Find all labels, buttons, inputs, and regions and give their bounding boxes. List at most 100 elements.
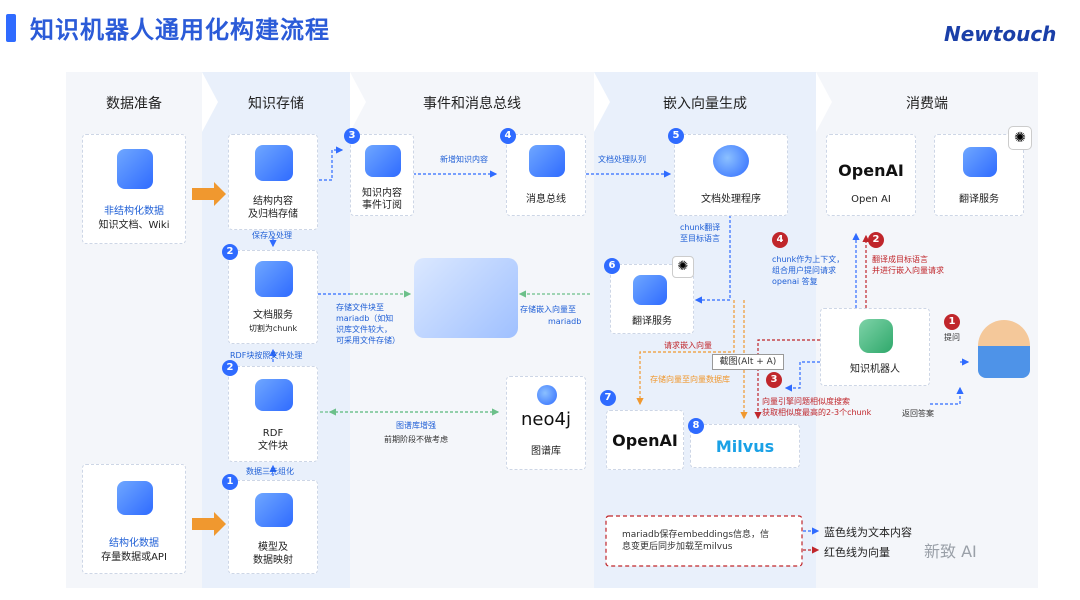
- step-badge-2: 2: [222, 244, 238, 260]
- step-badge-red-1: 1: [944, 314, 960, 330]
- openai-small-icon: ✺: [672, 256, 694, 278]
- annotation-store-file-1: 存储文件块至: [336, 303, 384, 312]
- model-map-line1: 模型及: [258, 542, 288, 553]
- folder-icon: [117, 481, 153, 515]
- step-badge-8: 8: [688, 418, 704, 434]
- node-model-mapping: 模型及 数据映射: [228, 480, 318, 574]
- column-divider-chevron: [350, 72, 366, 132]
- watermark: 新致 AI: [924, 542, 977, 561]
- step-badge-7: 7: [600, 390, 616, 406]
- annotation-request-embed: 请求嵌入向量: [664, 341, 712, 350]
- document-icon: [117, 149, 153, 189]
- neo4j-label: 图谱库: [531, 446, 561, 457]
- annotation-graph-note: 前期阶段不做考虑: [384, 435, 448, 444]
- openai-left-brand: OpenAI: [612, 431, 678, 450]
- column-head-embedding: 嵌入向量生成: [663, 96, 747, 112]
- step-badge-3: 3: [344, 128, 360, 144]
- annotation-save-process: 保存及处理: [252, 231, 292, 240]
- step-badge-6: 6: [604, 258, 620, 274]
- annotation-doc-queue: 文档处理队列: [598, 155, 646, 164]
- column-divider-chevron: [594, 72, 610, 132]
- message-bus-icon: [529, 145, 565, 177]
- node-translate-right: 翻译服务: [934, 134, 1024, 216]
- node-event-subscription: 知识内容 事件订阅: [350, 134, 414, 216]
- arrow-orange-input: [192, 182, 226, 536]
- structured-sub: 存量数据或API: [101, 552, 167, 563]
- annotation-translate-target-2: 并进行嵌入向量请求: [872, 266, 944, 275]
- note-box-border: [605, 515, 803, 567]
- annotation-chunk-translate-2: 至目标语言: [680, 234, 720, 243]
- translate-right-label: 翻译服务: [959, 194, 999, 205]
- openai-small-icon: ✺: [1008, 126, 1032, 150]
- struct-store-line2: 及归档存储: [248, 209, 298, 220]
- rdf-line2: 文件块: [258, 441, 288, 452]
- title-accent-bar: [6, 14, 16, 42]
- node-rdf-block: RDF 文件块: [228, 366, 318, 462]
- struct-store-line1: 结构内容: [253, 196, 293, 207]
- annotation-store-file-2: mariadb（如知: [336, 314, 394, 323]
- message-list-icon: [365, 145, 401, 177]
- doc-proc-label: 文档处理程序: [701, 194, 761, 205]
- annotation-vector-search-2: 获取相似度最高的2-3个chunk: [762, 408, 872, 417]
- annotation-store-file-4: 可采用文件存储）: [336, 336, 400, 345]
- legend-red: 红色线为向量: [824, 546, 890, 559]
- node-doc-processor: 文档处理程序: [674, 134, 788, 216]
- node-unstructured-data: 非结构化数据 知识文档、Wiki: [82, 134, 186, 244]
- column-divider-chevron: [202, 72, 218, 132]
- annotation-rdf-process: RDF块按照文件处理: [230, 351, 303, 360]
- event-sub-line1: 知识内容: [362, 188, 402, 199]
- note-line2: 息变更后同步加载至milvus: [622, 542, 733, 552]
- annotation-triple: 数据三元组化: [246, 467, 294, 476]
- node-knowledge-robot: 知识机器人: [820, 308, 930, 386]
- column-head-data-prep: 数据准备: [106, 96, 162, 112]
- node-doc-service: 文档服务 切割为chunk: [228, 250, 318, 344]
- openai-right-label: Open AI: [851, 194, 891, 205]
- annotation-store-vector-db: 存储向量至向量数据库: [650, 375, 730, 384]
- annotation-ask: 提问: [944, 333, 960, 342]
- step-badge-5: 5: [668, 128, 684, 144]
- legend-blue: 蓝色线为文本内容: [824, 526, 912, 539]
- page-title: 知识机器人通用化构建流程: [30, 16, 330, 44]
- translate-left-label: 翻译服务: [632, 316, 672, 327]
- column-head-knowledge-storage: 知识存储: [248, 96, 304, 112]
- rdf-line1: RDF: [262, 428, 284, 439]
- doc-service-line2: 切割为chunk: [248, 324, 298, 333]
- annotation-new-content: 新增知识内容: [440, 155, 488, 164]
- step-badge-4: 4: [500, 128, 516, 144]
- step-badge-2b: 2: [222, 360, 238, 376]
- annotation-chunk-context-1: chunk作为上下文，: [772, 255, 845, 264]
- column-head-consumer: 消费端: [906, 96, 948, 112]
- annotation-store-file-3: 识库文件较大，: [336, 325, 392, 334]
- event-sub-line2: 事件订阅: [362, 200, 402, 211]
- neo4j-logo-icon: [537, 385, 557, 405]
- step-badge-red-2: 2: [868, 232, 884, 248]
- annotation-chunk-context-3: openai 答复: [772, 277, 818, 286]
- company-logo: Newtouch: [944, 22, 1057, 46]
- node-structured-data: 结构化数据 存量数据或API: [82, 464, 186, 574]
- code-window-icon: [255, 379, 293, 411]
- translate-icon: [963, 147, 997, 177]
- robot-icon: [859, 319, 893, 353]
- translate-icon: [633, 275, 667, 305]
- annotation-answer: 返回答案: [902, 409, 934, 418]
- robot-label: 知识机器人: [850, 364, 900, 375]
- annotation-graph-enhance: 图谱库增强: [396, 421, 436, 430]
- screenshot-hint-tooltip: 截图(Alt + A): [712, 354, 784, 370]
- arrow-blue-flows: [269, 146, 970, 535]
- step-badge-red-3: 3: [766, 372, 782, 388]
- msg-bus-label: 消息总线: [526, 194, 566, 205]
- annotation-store-embed-2: mariadb: [548, 317, 582, 326]
- node-message-bus: 消息总线: [506, 134, 586, 216]
- user-shield-icon: [255, 145, 293, 181]
- user-avatar-icon: [978, 320, 1030, 378]
- arrow-red-flows: [754, 234, 870, 554]
- node-openai-left: OpenAI: [606, 410, 684, 470]
- step-badge-red-4: 4: [772, 232, 788, 248]
- annotation-vector-search-1: 向量引擎问题相似度搜索: [762, 397, 850, 406]
- node-openai-right: OpenAI Open AI: [826, 134, 916, 216]
- annotation-chunk-translate-1: chunk翻译: [680, 223, 721, 232]
- column-head-event-bus: 事件和消息总线: [423, 96, 521, 112]
- lock-shield-icon: [255, 261, 293, 297]
- arrow-orange-flows: [636, 300, 748, 420]
